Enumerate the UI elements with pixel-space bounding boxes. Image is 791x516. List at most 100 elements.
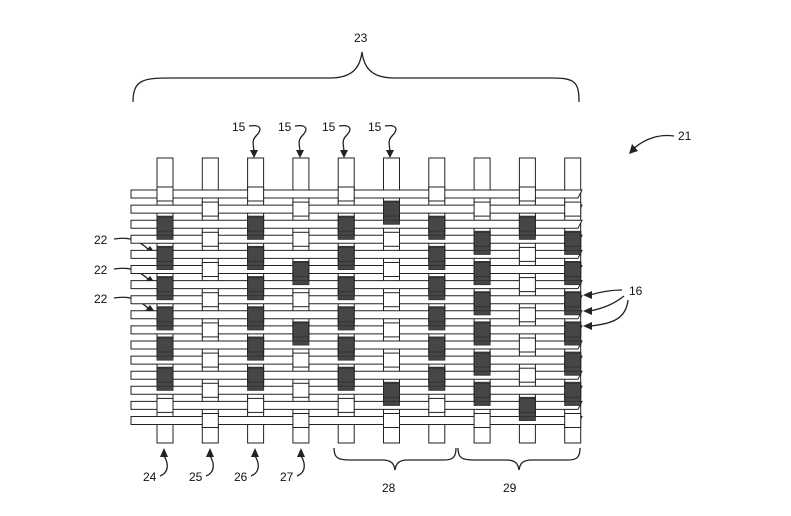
shaded-warp-segment [428, 276, 446, 301]
bottom-leader-a [159, 455, 168, 477]
weft-yarn [130, 310, 583, 320]
label-bottom-e: 28 [382, 481, 396, 495]
shaded-warp-segment [156, 366, 174, 391]
warp-over-segment [383, 322, 400, 338]
shaded-warp-segment [247, 245, 265, 270]
shaded-warp-segment [428, 306, 446, 331]
shaded-warp-segment [428, 215, 446, 240]
warp-leader-3 [338, 124, 351, 153]
warp-over-segment [292, 292, 310, 308]
weft-yarn [130, 295, 583, 305]
shaded-warp-segment [473, 321, 491, 346]
shaded-warp-segment [247, 215, 265, 240]
bottom-leader-c [250, 455, 259, 477]
shaded-warp-segment [247, 336, 265, 361]
group-arrowhead-3 [583, 322, 592, 330]
shaded-warp-segment [383, 200, 400, 225]
weft-yarn [130, 265, 583, 274]
warp-over-segment [518, 277, 536, 293]
shaded-warp-segment [564, 230, 582, 255]
shaded-warp-segment [383, 381, 400, 406]
weft-yarn [130, 189, 583, 199]
group-leader-3 [589, 299, 629, 327]
shaded-warp-segment [473, 351, 491, 376]
shaded-warp-segment [337, 276, 355, 301]
shaded-warp-segment [564, 351, 582, 376]
label-warp-3: 15 [322, 120, 336, 134]
shaded-warp-segment [428, 245, 446, 270]
warp-over-segment [247, 397, 265, 413]
figure-ref-leader [631, 134, 675, 151]
label-bottom-d: 27 [280, 470, 294, 484]
warp-over-segment [201, 201, 219, 217]
warp-over-segment [247, 186, 265, 202]
warp-over-segment [201, 352, 219, 368]
warp-over-segment [383, 262, 400, 277]
bottom-leader-d [296, 455, 305, 477]
label-warp-2: 15 [278, 120, 292, 134]
warp-over-segment [518, 367, 536, 383]
top-brace [132, 51, 580, 103]
shaded-warp-segment [337, 366, 355, 391]
label-top-group: 23 [354, 31, 368, 45]
shaded-warp-segment [292, 321, 310, 346]
shaded-warp-segment [156, 215, 174, 240]
shaded-warp-segment [473, 261, 491, 286]
warp-over-segment [383, 231, 400, 247]
weft-yarn [130, 325, 583, 335]
shaded-warp-segment [518, 396, 536, 421]
shaded-warp-segment [564, 321, 582, 346]
warp-over-segment [201, 231, 219, 247]
label-weft-1: 22 [94, 233, 108, 247]
warp-over-segment [201, 262, 219, 277]
shaded-warp-segment [292, 261, 310, 286]
weft-yarn [130, 280, 583, 290]
warp-over-segment [337, 397, 355, 413]
bottom-arrowhead-d [297, 448, 305, 457]
shaded-warp-segment [518, 215, 536, 240]
bottom-arrowhead-b [206, 448, 214, 457]
warp-over-segment [518, 186, 536, 202]
warp-arrowhead-3 [340, 150, 348, 158]
warp-over-segment [564, 413, 582, 428]
shaded-warp-segment [337, 245, 355, 270]
weft-yarn [130, 249, 583, 259]
warp-over-segment [473, 413, 491, 428]
shaded-warp-segment [473, 291, 491, 316]
group-leader-2 [589, 295, 625, 312]
shaded-warp-segment [473, 381, 491, 406]
warp-leader-1 [248, 124, 261, 153]
figure-ref-arrowhead [629, 144, 638, 154]
bottom-brace-left [333, 447, 457, 471]
shaded-warp-segment [337, 215, 355, 240]
shaded-warp-segment [156, 276, 174, 301]
warp-over-segment [292, 382, 310, 398]
bottom-callouts: 24 25 26 27 [143, 448, 305, 484]
warp-over-segment [428, 397, 446, 413]
weft-yarn [130, 385, 583, 395]
shaded-warp-segment [337, 336, 355, 361]
shaded-warp-segment [337, 306, 355, 331]
label-weft-group: 16 [629, 284, 643, 298]
label-warp-1: 15 [232, 120, 246, 134]
warp-over-segment [201, 322, 219, 338]
group-arrowhead-2 [583, 307, 592, 315]
shaded-warp-segment [473, 230, 491, 255]
warp-over-segment [201, 382, 219, 398]
shaded-warp-segment [428, 336, 446, 361]
weft-yarn [130, 400, 583, 410]
warp-over-segment [156, 186, 174, 202]
label-bottom-c: 26 [234, 470, 248, 484]
label-bottom-b: 25 [189, 470, 203, 484]
warp-over-segment [201, 292, 219, 308]
warp-over-segment [473, 201, 491, 217]
shaded-warp-segment [247, 306, 265, 331]
warp-arrowhead-1 [250, 150, 258, 158]
bottom-arrowhead-c [251, 448, 259, 457]
warp-callouts: 15 15 15 15 [232, 120, 397, 158]
warp-over-segment [292, 231, 310, 247]
warp-over-segment [201, 413, 219, 428]
warp-over-segment [292, 413, 310, 428]
shaded-warp-segment [247, 276, 265, 301]
warp-arrowhead-2 [296, 150, 304, 158]
